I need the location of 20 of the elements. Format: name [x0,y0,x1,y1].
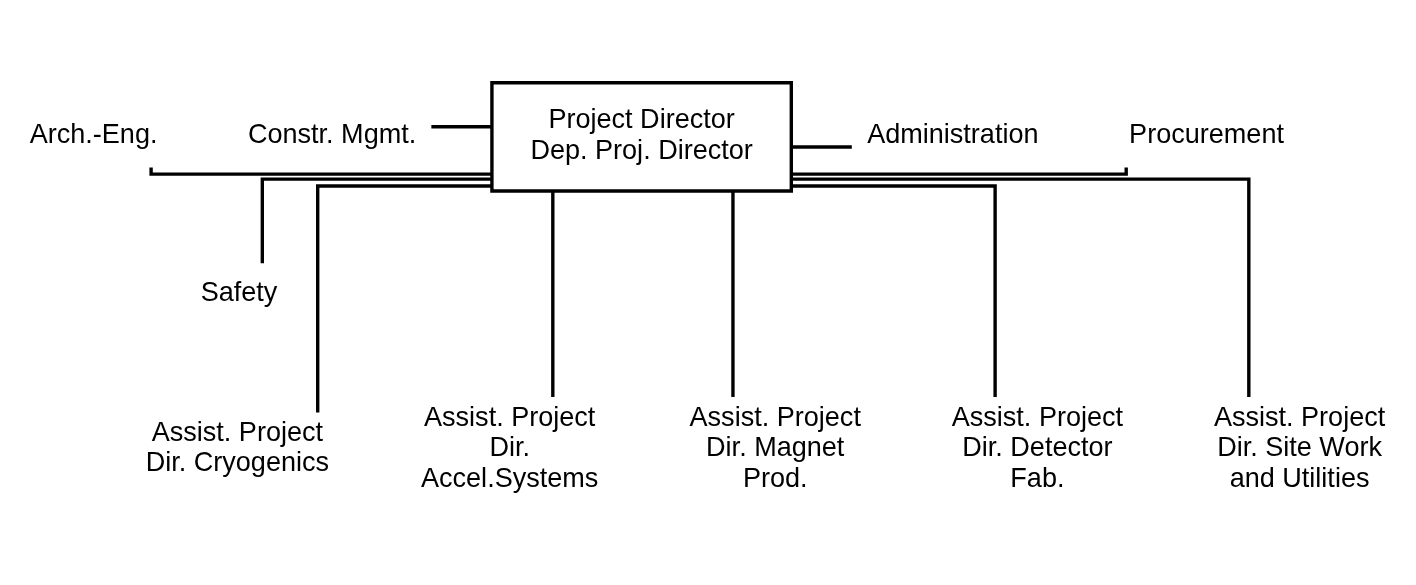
connector [316,184,492,413]
connector [791,177,1251,397]
node-text: Constr. Mgmt. [247,119,417,150]
connector [731,191,735,397]
node-text: Assist. Project Dir. Site Work and Utilities [1213,401,1386,493]
connector [791,145,852,149]
connector [551,191,555,397]
connector [791,167,1128,176]
node-box: Project Director Dep. Proj. Director [490,81,793,193]
node-text: Assist. Project Dir. Accel.Systems [421,401,599,493]
node-text: Administration [867,119,1039,150]
connector [260,177,492,264]
connector [431,125,492,129]
node-text: Assist. Project Dir. Detector Fab. [951,401,1124,493]
node-text: Procurement [1129,119,1284,150]
node-text: Assist. Project Dir. Cryogenics [145,417,330,478]
connector [791,184,997,398]
node-text: Safety [200,276,278,307]
node-text: Arch.-Eng. [29,119,158,150]
node-text: Assist. Project Dir. Magnet Prod. [689,401,861,493]
